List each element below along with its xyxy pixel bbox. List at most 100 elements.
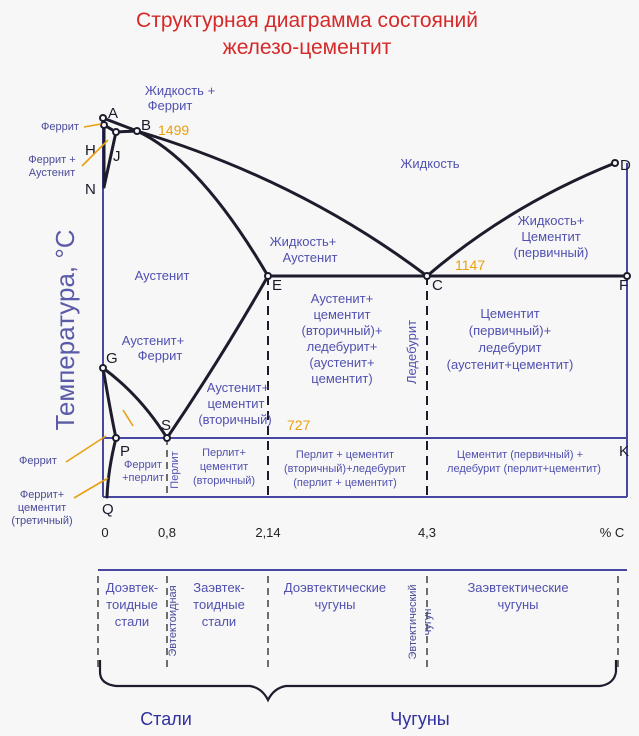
label-pc-3: (вторичный): [193, 475, 255, 487]
point-J-marker: [112, 128, 120, 136]
point-A-label: A: [108, 105, 118, 122]
label-liquid-ferrite-2: Феррит: [148, 98, 193, 113]
label-austenite-ferrite-2: Феррит: [138, 348, 183, 363]
label-ferrite-austenite-2: Аустенит: [29, 167, 75, 179]
point-K-label: K: [619, 443, 629, 460]
label-hypoeutectoid-1: Доэвтек-: [106, 580, 159, 595]
point-H-label: H: [85, 142, 96, 159]
x-tick-0: 0: [101, 525, 108, 540]
point-G-marker: [99, 364, 107, 372]
label-hypoeutectic-2: чугуны: [314, 597, 355, 612]
label-ferrite-cementite-2: цементит: [18, 502, 66, 514]
x-tick-0-8: 0,8: [158, 525, 176, 540]
label-pcl-3: (перлит + цементит): [293, 477, 397, 489]
label-acl-5: (аустенит+: [309, 355, 374, 370]
label-liquid: Жидкость: [400, 156, 459, 171]
label-pcl-2: (вторичный)+ледебурит: [284, 463, 406, 475]
line-BC: [135, 129, 429, 278]
point-P-marker: [112, 434, 120, 442]
label-acl-1: Аустенит+: [311, 291, 373, 306]
label-hypoeutectoid-3: стали: [115, 614, 149, 629]
label-cl-4: (аустенит+цементит): [447, 357, 574, 372]
label-hypoeutectoid-2: тоидные: [106, 597, 158, 612]
arrow-ferrite-cementite: [73, 477, 109, 499]
label-hypereutectoid-3: стали: [202, 614, 236, 629]
label-fp-1: Феррит: [124, 459, 162, 471]
label-liquid-austenite-1: Жидкость+: [270, 234, 337, 249]
label-ferrite-top: Феррит: [41, 121, 79, 133]
point-H-marker: [100, 121, 108, 129]
point-J-label: J: [113, 148, 121, 165]
point-E-marker: [264, 272, 272, 280]
label-pc-1: Перлит+: [202, 447, 246, 459]
label-hypereutectoid-1: Заэвтек-: [193, 580, 244, 595]
label-pc-2: цементит: [200, 461, 248, 473]
label-acl-6: цементит): [311, 371, 372, 386]
label-ferrite-cementite-3: (третичный): [11, 515, 72, 527]
bottom-brace: [98, 671, 618, 703]
arrow-ferrite-top: [83, 123, 102, 128]
line-PQ: [105, 436, 118, 499]
title-line-1: Структурная диаграмма состояний: [136, 9, 478, 32]
label-clp-2: ледебурит (перлит+цементит): [447, 463, 601, 475]
label-clp-1: Цементит (первичный) +: [457, 449, 583, 461]
label-liquid-ferrite-1: Жидкость +: [145, 83, 215, 98]
point-S-marker: [163, 434, 171, 442]
label-acl-4: ледебурит+: [307, 339, 378, 354]
label-cast-irons: Чугуны: [390, 709, 449, 729]
point-E-label: E: [272, 277, 282, 294]
title-line-2: железо-цементит: [223, 36, 392, 59]
point-N-label: N: [85, 181, 96, 198]
temp-1499: 1499: [158, 122, 189, 138]
line-AB-JE: [101, 116, 270, 278]
arrow-ferrite-austenite: [81, 139, 109, 167]
point-S-label: S: [161, 417, 171, 434]
label-hypereutectic-1: Заэвтектические: [467, 580, 568, 595]
label-eutectic-1: Эвтектический: [407, 584, 419, 659]
point-A-marker: [99, 114, 107, 122]
line-ES: [165, 274, 270, 440]
label-hypereutectoid-2: тоидные: [193, 597, 245, 612]
point-Q-label: Q: [102, 501, 114, 518]
label-liquid-austenite-2: Аустенит: [283, 250, 338, 265]
x-tick-4-3: 4,3: [418, 525, 436, 540]
line-CD: [425, 161, 617, 278]
point-D-marker: [611, 159, 619, 167]
x-tick-2-14: 2,14: [255, 525, 280, 540]
label-ferrite-left: Феррит: [19, 455, 57, 467]
label-cl-1: Цементит: [480, 306, 539, 321]
temp-1147: 1147: [455, 257, 485, 273]
label-liquid-cementite-2: Цементит: [521, 229, 580, 244]
arrow-ferrite-left: [65, 435, 107, 463]
label-acl-3: (вторичный)+: [302, 323, 383, 338]
point-P-label: P: [120, 443, 130, 460]
label-austenite: Аустенит: [135, 268, 190, 283]
label-eutectoid-vertical: Эвтектоидная: [167, 585, 179, 656]
point-C-marker: [423, 272, 431, 280]
arrow-ferrite-region: [122, 409, 134, 427]
label-austenite-ferrite-1: Аустенит+: [122, 333, 184, 348]
label-hypoeutectic-1: Доэвтектические: [284, 580, 386, 595]
point-F-marker: [623, 272, 631, 280]
label-ledeburite-vertical: Ледебурит: [404, 320, 419, 384]
label-ac-3: (вторичный): [198, 412, 271, 427]
label-liquid-cementite-1: Жидкость+: [518, 213, 585, 228]
label-pearlite-vertical: Перлит: [169, 451, 181, 488]
point-G-label: G: [106, 350, 118, 367]
point-F-label: F: [619, 277, 628, 294]
label-liquid-cementite-3: (первичный): [514, 245, 589, 260]
label-fp-2: +перлит: [122, 472, 164, 484]
label-acl-2: цементит: [313, 307, 370, 322]
label-hypereutectic-2: чугуны: [497, 597, 538, 612]
point-D-label: D: [620, 157, 631, 174]
y-axis-label: Температура, °С: [50, 229, 80, 430]
label-ferrite-cementite-1: Феррит+: [20, 489, 64, 501]
label-pcl-1: Перлит + цементит: [296, 449, 394, 461]
label-ac-2: цементит: [207, 396, 264, 411]
label-cl-2: (первичный)+: [469, 323, 551, 338]
label-steels: Стали: [140, 709, 192, 729]
label-cl-3: ледебурит: [478, 340, 541, 355]
point-B-marker: [133, 127, 141, 135]
label-eutectic-2: чугун: [422, 609, 434, 636]
